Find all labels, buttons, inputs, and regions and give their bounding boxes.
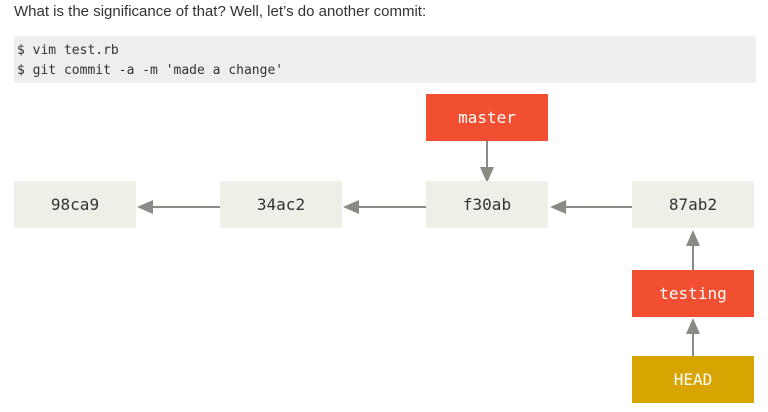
arrowhead-87ab2-to-f30ab	[550, 200, 566, 214]
code-block: $ vim test.rb $ git commit -a -m 'made a…	[14, 36, 756, 83]
commit-f30ab: f30ab	[426, 181, 548, 228]
commit-87ab2: 87ab2	[632, 181, 754, 228]
intro-text: What is the significance of that? Well, …	[14, 3, 427, 20]
arrowhead-master-to-f30ab	[480, 167, 494, 183]
code-line-commit: $ git commit -a -m 'made a change'	[17, 63, 284, 78]
branch-master: master	[426, 94, 548, 141]
code-line-vim: $ vim test.rb	[17, 43, 119, 58]
branch-testing: testing	[632, 270, 754, 317]
arrowhead-f30ab-to-34ac2	[343, 200, 359, 214]
arrowhead-testing-to-87ab2	[686, 230, 700, 246]
arrowhead-head-to-testing	[686, 318, 700, 334]
commit-98ca9: 98ca9	[14, 181, 136, 228]
arrowhead-34ac2-to-98ca9	[137, 200, 153, 214]
commit-34ac2: 34ac2	[220, 181, 342, 228]
head-pointer: HEAD	[632, 356, 754, 403]
